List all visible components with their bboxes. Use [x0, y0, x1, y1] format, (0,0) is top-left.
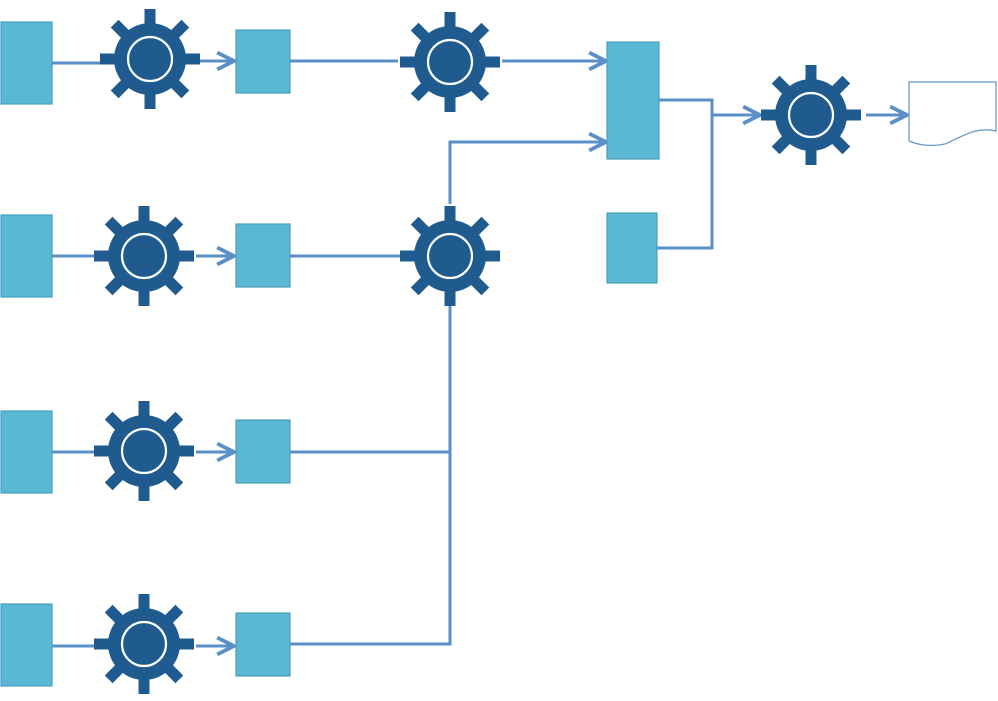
intermediate-box-1: [235, 29, 291, 94]
input-box-1: [0, 21, 53, 105]
arrow-gear-mid-merge: [448, 142, 606, 204]
intermediate-box-3: [235, 419, 291, 484]
input-box-3: [0, 410, 53, 494]
side-input-box: [606, 212, 658, 284]
gear-icon: [100, 9, 200, 109]
merge-box: [606, 41, 660, 160]
gear-icon: [94, 594, 194, 694]
gear-icon: [94, 401, 194, 501]
connectors: [52, 61, 907, 646]
gears: [94, 9, 861, 694]
intermediate-box-4: [235, 612, 291, 677]
document-icon: [908, 81, 997, 147]
connector-side-box-final-gear: [657, 115, 714, 250]
gear-icon: [761, 65, 861, 165]
input-box-4: [0, 603, 53, 687]
gear-icon: [94, 206, 194, 306]
boxes: [0, 21, 660, 687]
input-box-2: [0, 214, 53, 298]
gear-icon: [400, 12, 500, 112]
connector-merge-final-gear: [659, 98, 714, 115]
gear-icon: [400, 206, 500, 306]
intermediate-box-2: [235, 223, 291, 288]
connector-box4-gear-mid: [290, 452, 452, 646]
connector-box3-gear-mid: [290, 306, 452, 454]
